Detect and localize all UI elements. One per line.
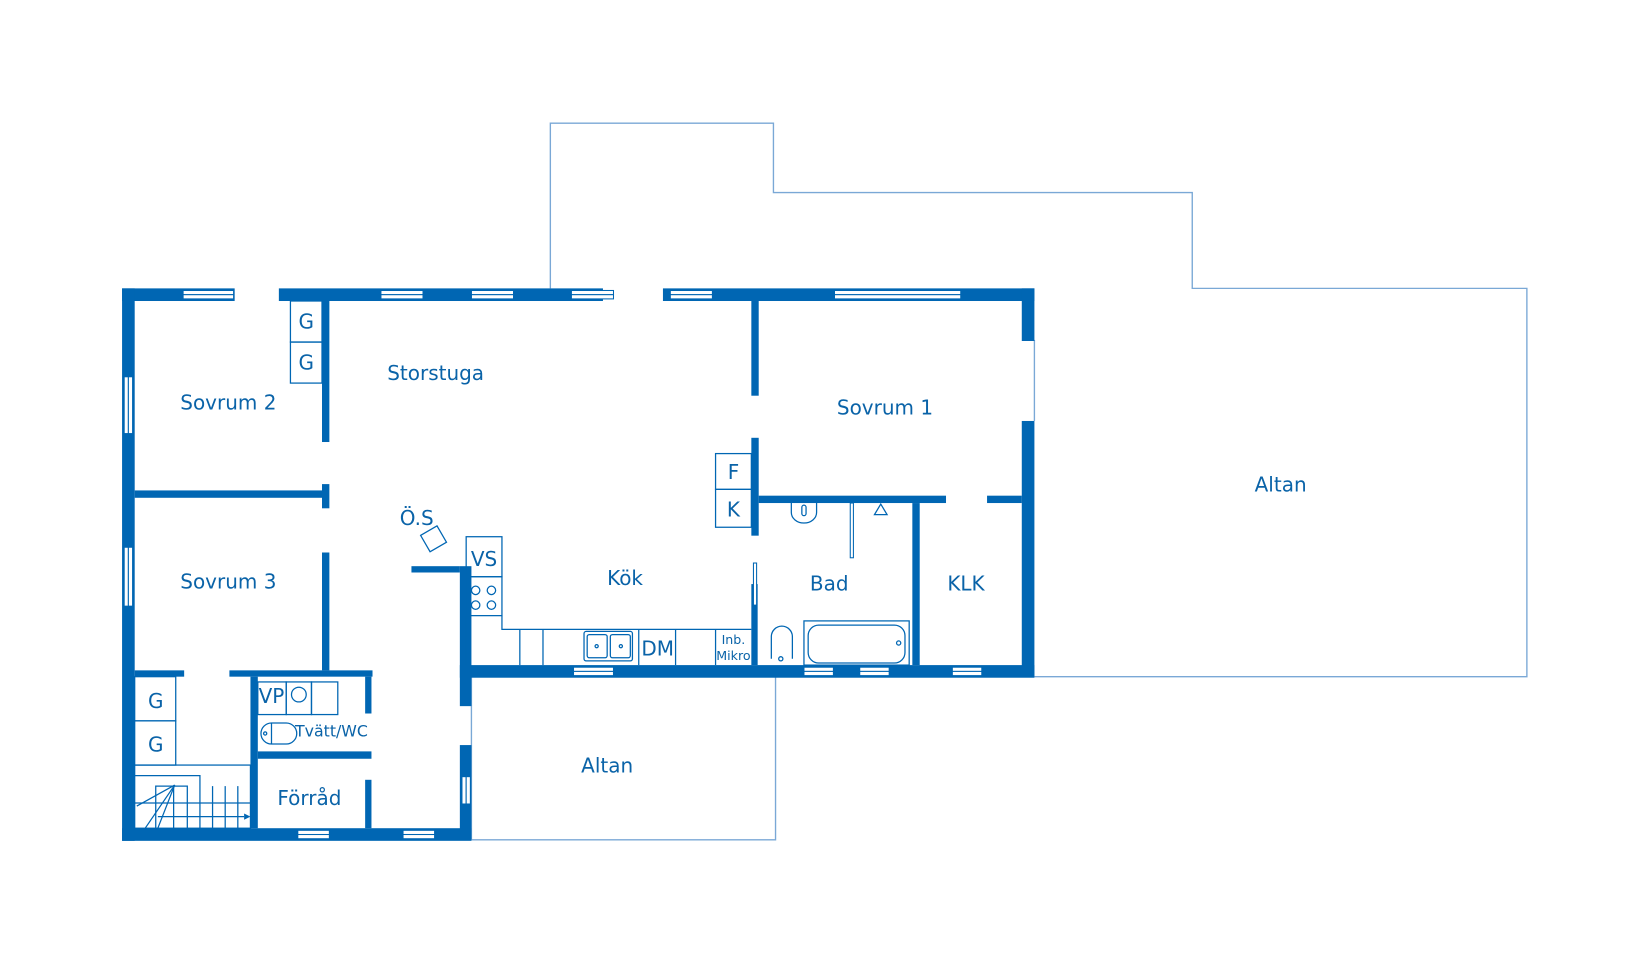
dm-label: DM [641, 637, 674, 661]
interior-walls [134, 301, 1022, 829]
room-label-kok: Kök [607, 566, 643, 590]
wardrobe-label: G [148, 689, 164, 713]
room-label-bad: Bad [810, 571, 849, 595]
windows [123, 289, 983, 840]
bathroom-fixtures [770, 502, 910, 666]
bad-door-leaf [752, 562, 758, 606]
room-label-sovrum-3: Sovrum 3 [180, 569, 276, 593]
wardrobe-label: G [298, 350, 314, 374]
room-label-altan-east: Altan [1255, 472, 1307, 496]
inb-label: Inb. [722, 632, 746, 647]
room-label-tvatt-wc: Tvätt/WC [294, 722, 368, 741]
room-label-forrad: Förråd [277, 786, 341, 810]
room-label-storstuga: Storstuga [387, 361, 484, 385]
room-label-sovrum-1: Sovrum 1 [837, 396, 933, 420]
wardrobe-label: G [148, 732, 164, 756]
vp-label: VP [259, 684, 285, 708]
stove-label: Ö.S [400, 506, 434, 530]
tiled-stove-icon [419, 525, 448, 553]
fridge-freezer [714, 452, 752, 528]
mikro-label: Mikro [716, 648, 751, 663]
shower-screen [849, 502, 854, 559]
vs-label: VS [471, 547, 497, 571]
wardrobes-sovrum2 [289, 300, 323, 384]
wardrobe-label: G [298, 309, 314, 333]
freezer-label: F [728, 460, 740, 484]
room-label-altan-south: Altan [581, 753, 633, 777]
room-label-sovrum-2: Sovrum 2 [180, 390, 276, 414]
room-label-klk: KLK [947, 571, 985, 595]
staircase [134, 764, 252, 829]
kitchen-counters [465, 536, 752, 666]
laundry-fixtures [257, 681, 339, 745]
fridge-label: K [727, 498, 741, 522]
altan-outline-east [549, 122, 1528, 678]
